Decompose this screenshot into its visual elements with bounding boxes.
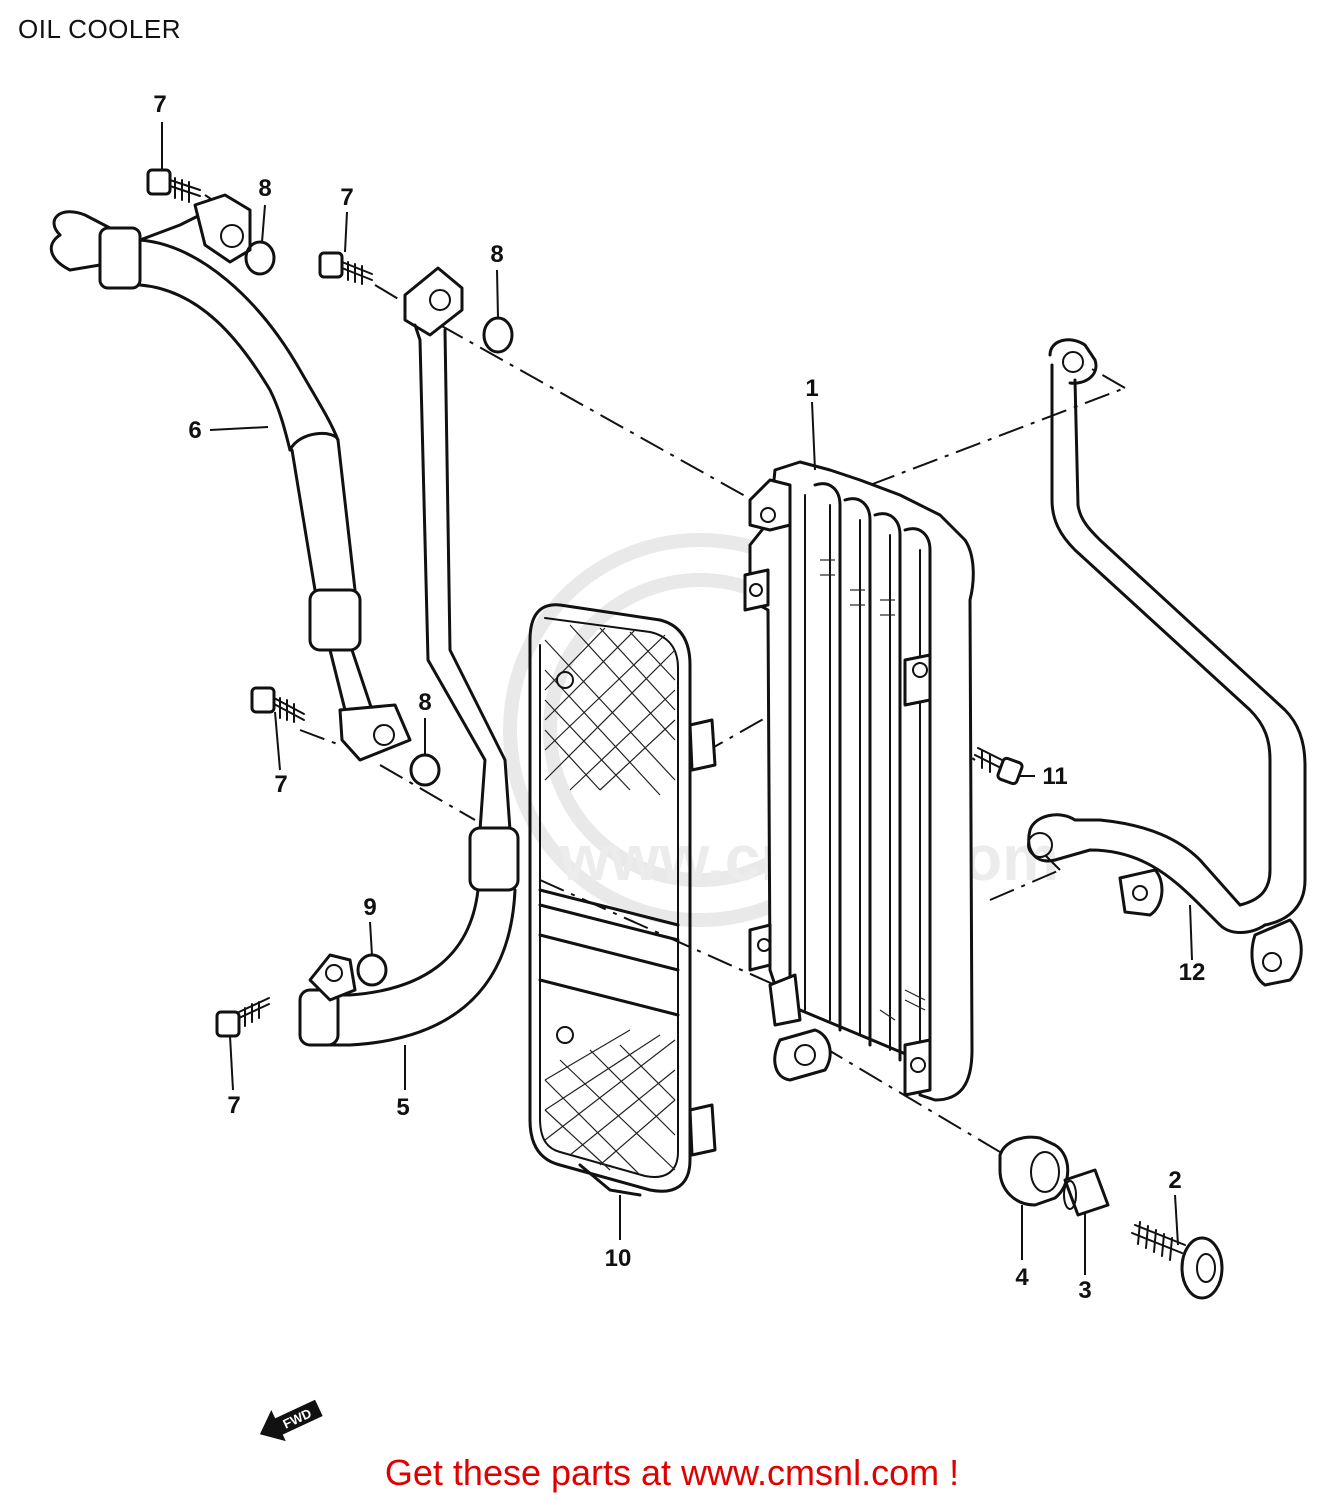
- part-5-oil-hose-lower: [298, 888, 517, 1047]
- leader-lines: [161, 122, 1193, 1275]
- part-6-oil-hose-upper: [49, 193, 412, 762]
- part-1-oil-cooler: [743, 460, 975, 1102]
- callout-7-upper: 7: [340, 184, 353, 211]
- forward-arrow-icon: FWD: [259, 1399, 323, 1442]
- callout-labels: 7 8 7 8 6 1 7 8 11 9 12 7 5 10 4 3 2: [153, 91, 1205, 1304]
- callout-8-middle: 8: [418, 689, 431, 716]
- callout-10: 10: [605, 1245, 632, 1272]
- part-10-cooler-guard: [528, 603, 717, 1197]
- part-3-collar: [1063, 1168, 1110, 1217]
- part-7-bolt-b: [318, 251, 373, 285]
- get-parts-link[interactable]: Get these parts at www.cmsnl.com !: [384, 1452, 960, 1493]
- part-8-o-ring-b: [482, 316, 514, 354]
- part-2-bolt: [1131, 1221, 1224, 1300]
- oil-pipe-long: [403, 266, 520, 892]
- part-11-bolt: [974, 747, 1024, 786]
- callout-4: 4: [1015, 1264, 1029, 1291]
- guard-mesh-lower: [544, 1029, 676, 1176]
- callout-7-top: 7: [153, 91, 166, 118]
- part-7-bolt-a: [146, 168, 201, 203]
- callout-7-bottom: 7: [227, 1092, 240, 1119]
- callout-1: 1: [805, 375, 818, 402]
- callout-8-top: 8: [258, 175, 271, 202]
- callout-9: 9: [363, 894, 376, 921]
- callout-11: 11: [1042, 763, 1067, 790]
- callout-2: 2: [1168, 1167, 1181, 1194]
- callout-12: 12: [1179, 959, 1206, 986]
- guard-mesh-upper: [544, 624, 676, 796]
- part-7-bolt-d: [215, 997, 270, 1038]
- part-7-bolt-c: [250, 686, 305, 723]
- page-title: OIL COOLER: [18, 14, 181, 44]
- part-4-grommet: [998, 1135, 1070, 1207]
- part-8-o-ring-a: [244, 240, 276, 276]
- part-9-o-ring: [356, 953, 388, 987]
- part-12-bracket: [1027, 338, 1307, 987]
- callout-7-middle: 7: [274, 771, 287, 798]
- callout-3: 3: [1078, 1277, 1091, 1304]
- cmsnl-logo-watermark: www.cmsnl.com: [503, 533, 1059, 927]
- cooler-fins: [788, 482, 932, 1077]
- callout-6: 6: [188, 417, 201, 444]
- callout-8-upper: 8: [490, 241, 503, 268]
- callout-5: 5: [396, 1094, 409, 1121]
- part-8-o-ring-c: [409, 753, 441, 787]
